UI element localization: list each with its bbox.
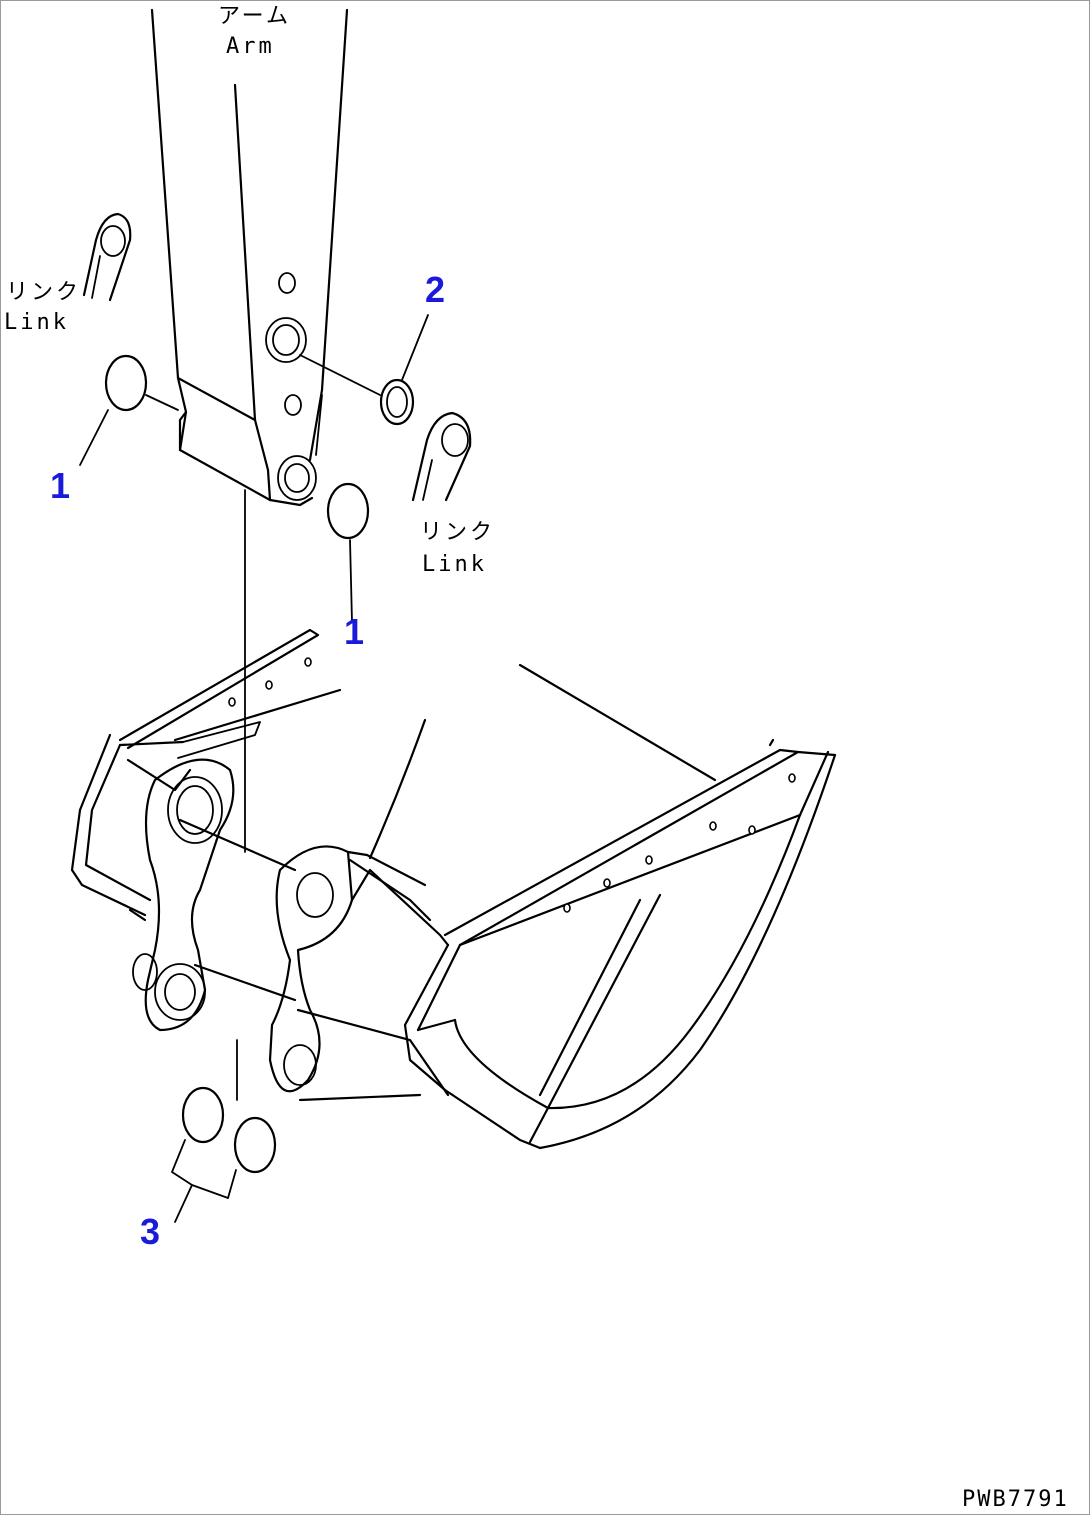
callout-2: 2 [425, 269, 446, 310]
drawing-code: PWB7791 [962, 1487, 1069, 1512]
link-left-label-en: Link [4, 310, 69, 335]
link-right-label-en: Link [422, 552, 487, 577]
bucket-pin-holes [228, 657, 796, 913]
leader-lines [79, 314, 429, 1223]
link-left [82, 212, 132, 302]
arm [150, 8, 349, 507]
link-left-label-jp: リンク [6, 280, 82, 305]
part-1-shim-center [326, 482, 370, 540]
part-2-ring [379, 378, 415, 426]
callout-1-left: 1 [50, 465, 71, 506]
bucket [70, 628, 837, 1150]
callout-3: 3 [140, 1211, 161, 1252]
callout-1-center: 1 [344, 611, 365, 652]
link-right [411, 411, 472, 502]
part-3-shim-b [233, 1116, 277, 1174]
part-1-shim-left [104, 354, 148, 412]
link-right-label-jp: リンク [420, 520, 496, 545]
arm-label-en: Arm [226, 34, 275, 59]
part-3-shim-a [181, 1086, 225, 1144]
arm-label-jp: アーム [218, 4, 292, 29]
